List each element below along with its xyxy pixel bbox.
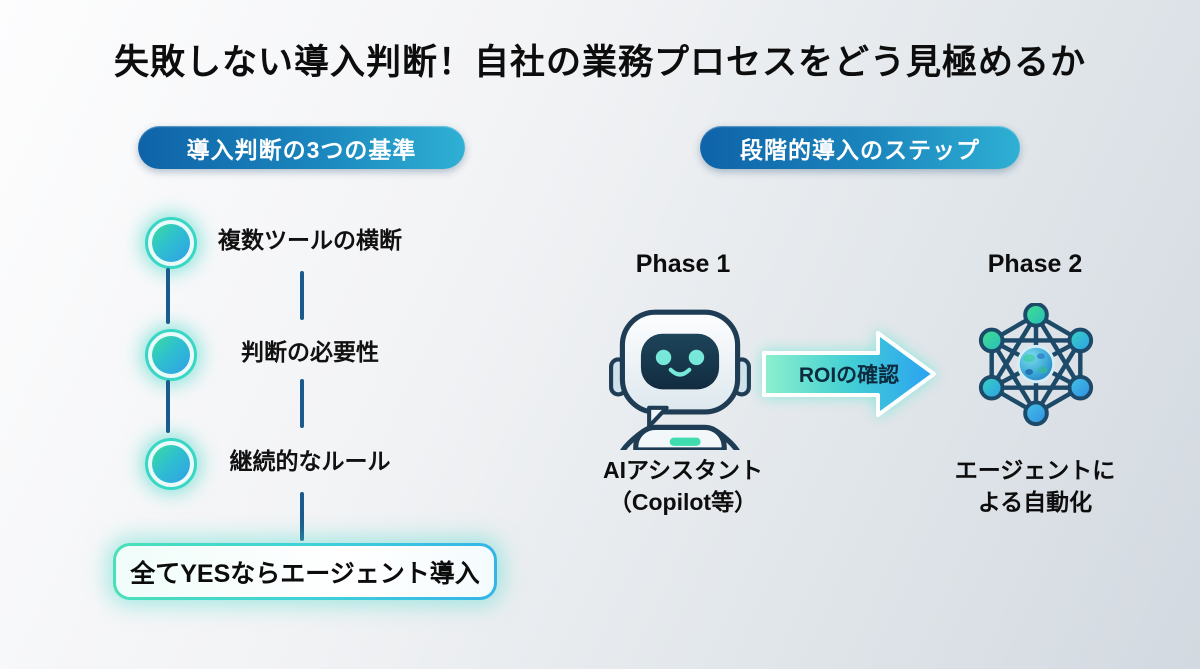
criterion-node-icon (145, 329, 197, 381)
label-connector-line (300, 271, 304, 320)
agent-network-icon (972, 302, 1100, 431)
criterion-node-core-icon (152, 336, 190, 374)
phase-1-caption-line1: AIアシスタント (602, 457, 764, 483)
phase-1-caption-line2: （Copilot等） (608, 489, 758, 515)
roi-arrow-icon: ROIの確認 (758, 327, 942, 421)
node-connector-line (166, 380, 170, 433)
phase-2-caption: エージェントに よる自動化 (955, 454, 1116, 518)
page-title: 失敗しない導入判断！自社の業務プロセスをどう見極めるか (113, 43, 1086, 82)
phase-2-caption-line2: よる自動化 (977, 489, 1093, 515)
criterion-node-icon (145, 438, 197, 490)
roi-arrow-label: ROIの確認 (798, 364, 900, 387)
phase-1-caption: AIアシスタント （Copilot等） (603, 454, 763, 518)
conclusion-box: 全てYESならエージェント導入 (113, 543, 497, 600)
conclusion-label: 全てYESならエージェント導入 (116, 546, 494, 597)
node-connector-line (166, 268, 170, 324)
criterion-label: 継続的なルール (229, 448, 391, 474)
phase-1-label: Phase 1 (635, 250, 731, 278)
robot-assistant-icon (608, 306, 752, 454)
criterion-node-core-icon (152, 224, 190, 262)
criterion-label: 判断の必要性 (241, 339, 379, 365)
criterion-node-icon (145, 217, 197, 269)
phase-2-label: Phase 2 (987, 250, 1083, 278)
criterion-node-core-icon (152, 445, 190, 483)
phase-2-caption-line1: エージェントに (954, 457, 1116, 483)
steps-section-badge: 段階的導入のステップ (700, 126, 1020, 169)
label-connector-line (300, 492, 304, 541)
label-connector-line (300, 379, 304, 428)
criteria-section-badge: 導入判断の3つの基準 (138, 126, 465, 169)
criterion-label: 複数ツールの横断 (218, 227, 402, 253)
